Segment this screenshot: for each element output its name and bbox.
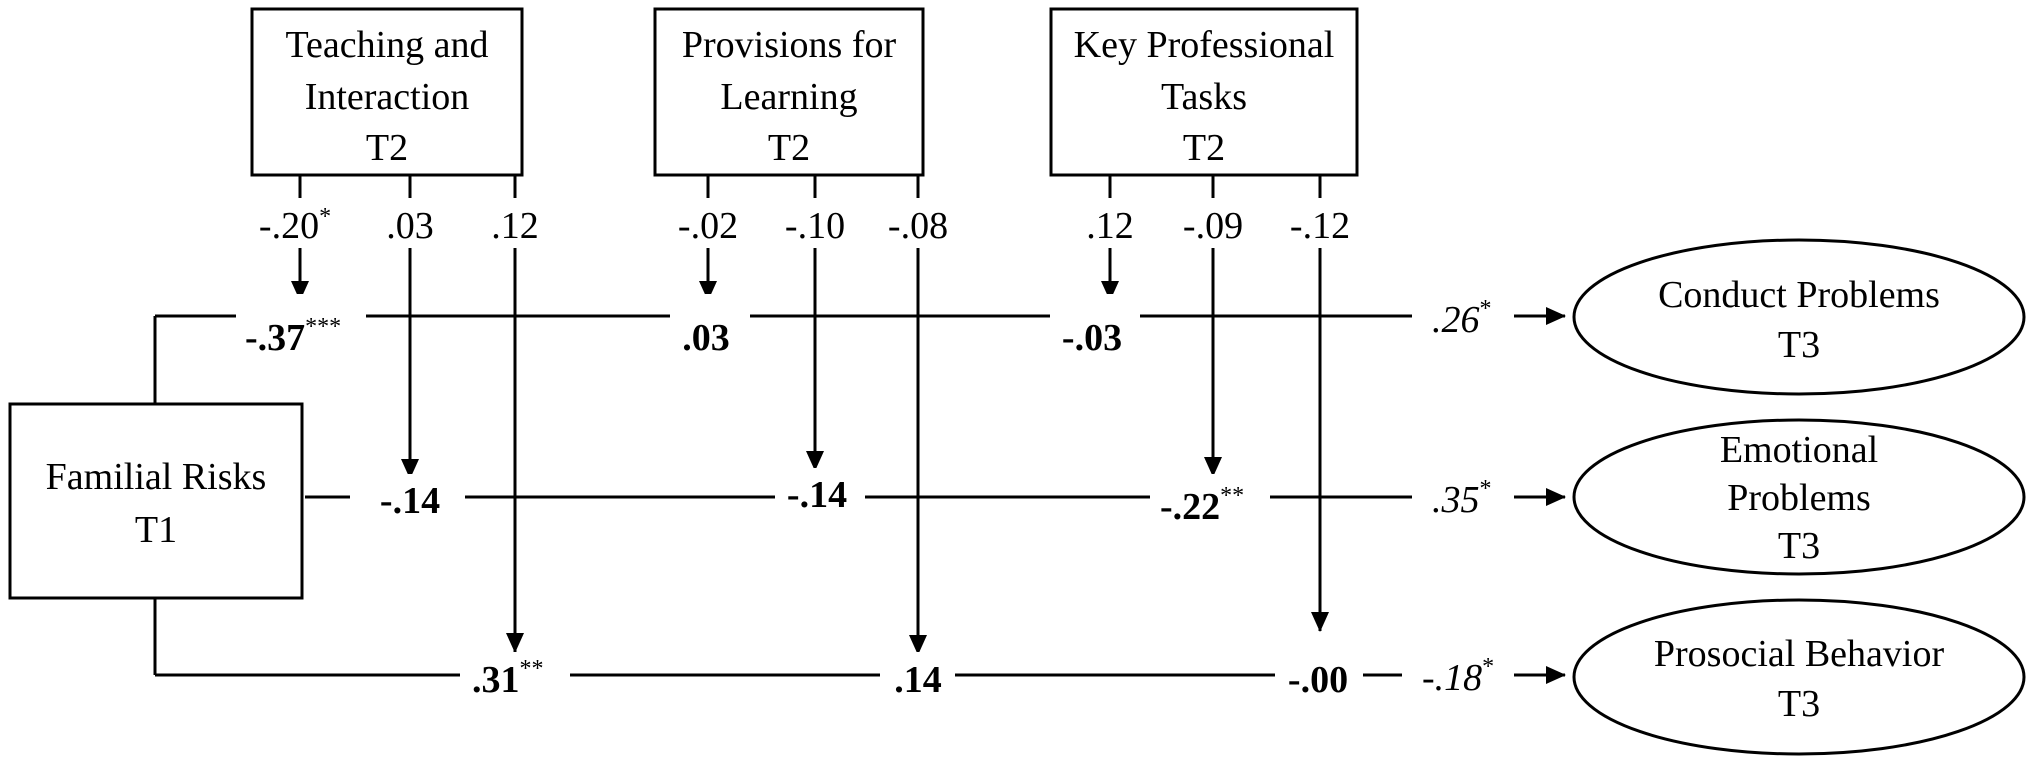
outcome-emotional-problems: Emotional Problems T3: [1572, 418, 2026, 576]
outcome-values: .26* .35* -.18*: [1422, 296, 1494, 699]
path-value: -.14: [380, 480, 440, 522]
path-masks: [236, 294, 1514, 702]
moderator-label: Interaction: [305, 76, 470, 118]
outcome-label: Conduct Problems: [1658, 274, 1940, 316]
outcome-label: T3: [1778, 324, 1820, 366]
path-value: .14: [894, 659, 942, 701]
outcome-value: -.18*: [1422, 654, 1494, 699]
moderator-label: Tasks: [1161, 76, 1247, 118]
predictor-box-familial-risks: Familial Risks T1: [8, 402, 304, 600]
outcome-label: Problems: [1727, 477, 1871, 519]
predictor-label: T1: [135, 509, 177, 551]
moderator-label: T2: [1183, 127, 1225, 169]
moderator-coef: -.12: [1290, 205, 1350, 247]
path-value: -.03: [1062, 317, 1122, 359]
moderator-coef: .12: [491, 205, 539, 247]
path-value: -.37***: [245, 314, 341, 359]
moderator-arrows: [291, 175, 1329, 655]
moderator-box-provisions: Provisions for Learning T2: [653, 7, 925, 177]
moderator-label: T2: [768, 127, 810, 169]
moderator-label: Key Professional: [1074, 24, 1335, 66]
moderator-coef: -.10: [785, 205, 845, 247]
path-value: -.22**: [1160, 483, 1244, 528]
moderator-label: T2: [366, 127, 408, 169]
moderator-coef: -.20*: [259, 204, 331, 247]
moderator-box-teaching: Teaching and Interaction T2: [250, 7, 524, 177]
path-value: .31**: [472, 656, 544, 701]
path-values: -.37*** .03 -.03 -.14 -.14 -.22** .31** …: [245, 314, 1348, 701]
predictor-label: Familial Risks: [46, 456, 267, 498]
moderator-coef: -.08: [888, 205, 948, 247]
path-value: -.14: [787, 474, 847, 516]
outcome-prosocial-behavior: Prosocial Behavior T3: [1572, 598, 2026, 756]
moderator-label: Learning: [720, 76, 857, 118]
outcome-conduct-problems: Conduct Problems T3: [1572, 238, 2026, 396]
moderator-coef: .03: [386, 205, 434, 247]
outcome-label: T3: [1778, 683, 1820, 725]
outcome-value: .35*: [1432, 476, 1492, 521]
path-value: .03: [682, 317, 730, 359]
moderator-coef: -.02: [678, 205, 738, 247]
outcome-value: .26*: [1432, 296, 1492, 341]
moderator-coef: -.09: [1183, 205, 1243, 247]
moderator-coef: .12: [1086, 205, 1134, 247]
coef-masks: [250, 198, 1368, 248]
moderator-label: Provisions for: [682, 24, 897, 66]
outcome-label: Prosocial Behavior: [1654, 633, 1945, 675]
moderator-label: Teaching and: [285, 24, 488, 66]
outcome-label: T3: [1778, 525, 1820, 567]
outcome-label: Emotional: [1720, 429, 1878, 471]
moderator-box-key-tasks: Key Professional Tasks T2: [1049, 7, 1359, 177]
path-value: -.00: [1288, 659, 1348, 701]
moderator-coefficients: -.20* .03 .12 -.02 -.10 -.08 .12 -.09 -.…: [259, 204, 1350, 247]
